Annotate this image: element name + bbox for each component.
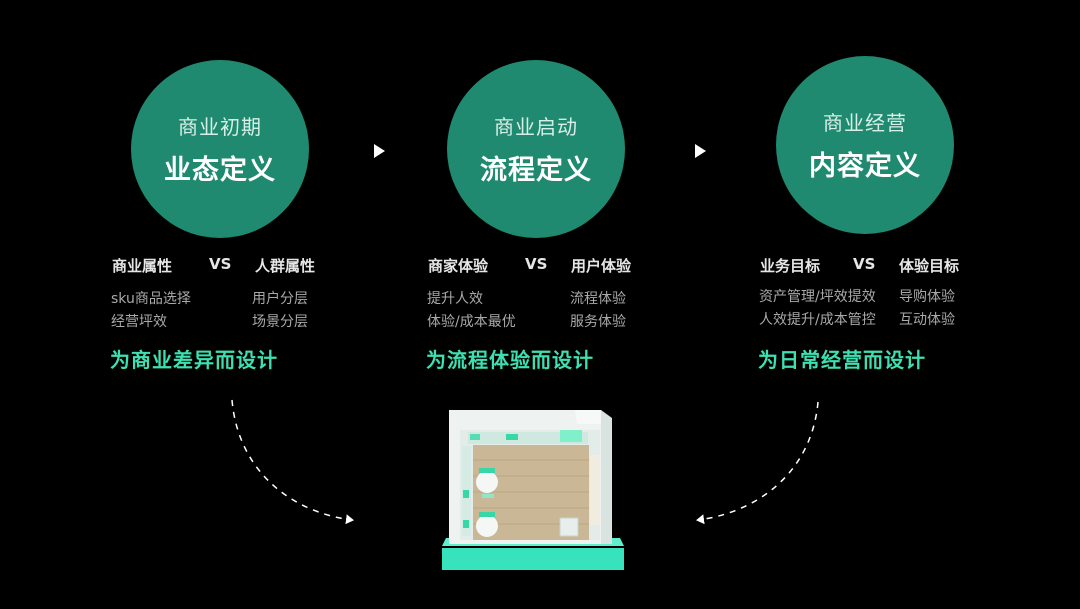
arrow-right-icon xyxy=(695,144,706,158)
stage-1-title: 业态定义 xyxy=(164,155,276,186)
stage-3-title: 内容定义 xyxy=(809,151,921,182)
stage-1-circle: 商业初期 业态定义 xyxy=(131,60,309,238)
stage-1-left-item: 经营坪效 xyxy=(111,314,167,330)
stage-3-right-attr: 体验目标 xyxy=(899,257,960,275)
stage-2-right-items: 流程体验 服务体验 xyxy=(570,288,626,334)
stage-2-left-item: 提升人效 xyxy=(427,291,483,307)
stage-1-slogan: 为商业差异而设计 xyxy=(110,348,278,372)
stage-3-vs: VS xyxy=(853,255,876,273)
stage-3-left-item: 人效提升/成本管控 xyxy=(759,312,876,328)
stage-1-right-attr: 人群属性 xyxy=(255,257,316,275)
stage-1-phase: 商业初期 xyxy=(178,115,262,139)
store-3d-illustration xyxy=(442,410,624,570)
stage-1-left-attr: 商业属性 xyxy=(112,257,173,275)
stage-3-phase: 商业经营 xyxy=(823,111,907,135)
stage-3-circle: 商业经营 内容定义 xyxy=(776,56,954,234)
stage-3-right-item: 互动体验 xyxy=(899,312,955,328)
stage-2-left-attr: 商家体验 xyxy=(428,257,489,275)
dashed-arrow-icon xyxy=(231,399,354,525)
stage-2-left-items: 提升人效 体验/成本最优 xyxy=(427,288,516,334)
stage-3: 商业经营 内容定义 业务目标 VS 体验目标 资产管理/坪效提效 人效提升/成本… xyxy=(716,0,1046,380)
stage-2-circle: 商业启动 流程定义 xyxy=(447,60,625,238)
stage-1-left-items: sku商品选择 经营坪效 xyxy=(111,288,191,334)
dashed-arrow-icon xyxy=(696,401,819,525)
stage-2-right-attr: 用户体验 xyxy=(571,257,632,275)
stage-2-right-item: 服务体验 xyxy=(570,314,626,330)
stage-1-right-item: 用户分层 xyxy=(252,291,308,307)
stage-3-left-attr: 业务目标 xyxy=(760,257,821,275)
arrow-right-icon xyxy=(374,144,385,158)
stage-1: 商业初期 业态定义 商业属性 VS 人群属性 sku商品选择 经营坪效 用户分层… xyxy=(70,0,400,380)
stage-1-right-items: 用户分层 场景分层 xyxy=(252,288,308,334)
stage-2-title: 流程定义 xyxy=(480,155,592,186)
stage-3-left-item: 资产管理/坪效提效 xyxy=(759,289,876,305)
stage-3-left-items: 资产管理/坪效提效 人效提升/成本管控 xyxy=(759,286,876,332)
stage-2-right-item: 流程体验 xyxy=(570,291,626,307)
stage-3-right-item: 导购体验 xyxy=(899,289,955,305)
stage-3-slogan: 为日常经营而设计 xyxy=(758,348,926,372)
stage-2-vs: VS xyxy=(525,255,548,273)
stage-1-right-item: 场景分层 xyxy=(252,314,308,330)
stage-2: 商业启动 流程定义 商家体验 VS 用户体验 提升人效 体验/成本最优 流程体验… xyxy=(386,0,716,380)
stage-2-slogan: 为流程体验而设计 xyxy=(426,348,594,372)
stage-1-left-item: sku商品选择 xyxy=(111,291,191,307)
stage-2-left-item: 体验/成本最优 xyxy=(427,314,516,330)
stage-1-vs: VS xyxy=(209,255,232,273)
stage-2-phase: 商业启动 xyxy=(494,115,578,139)
stage-3-right-items: 导购体验 互动体验 xyxy=(899,286,955,332)
